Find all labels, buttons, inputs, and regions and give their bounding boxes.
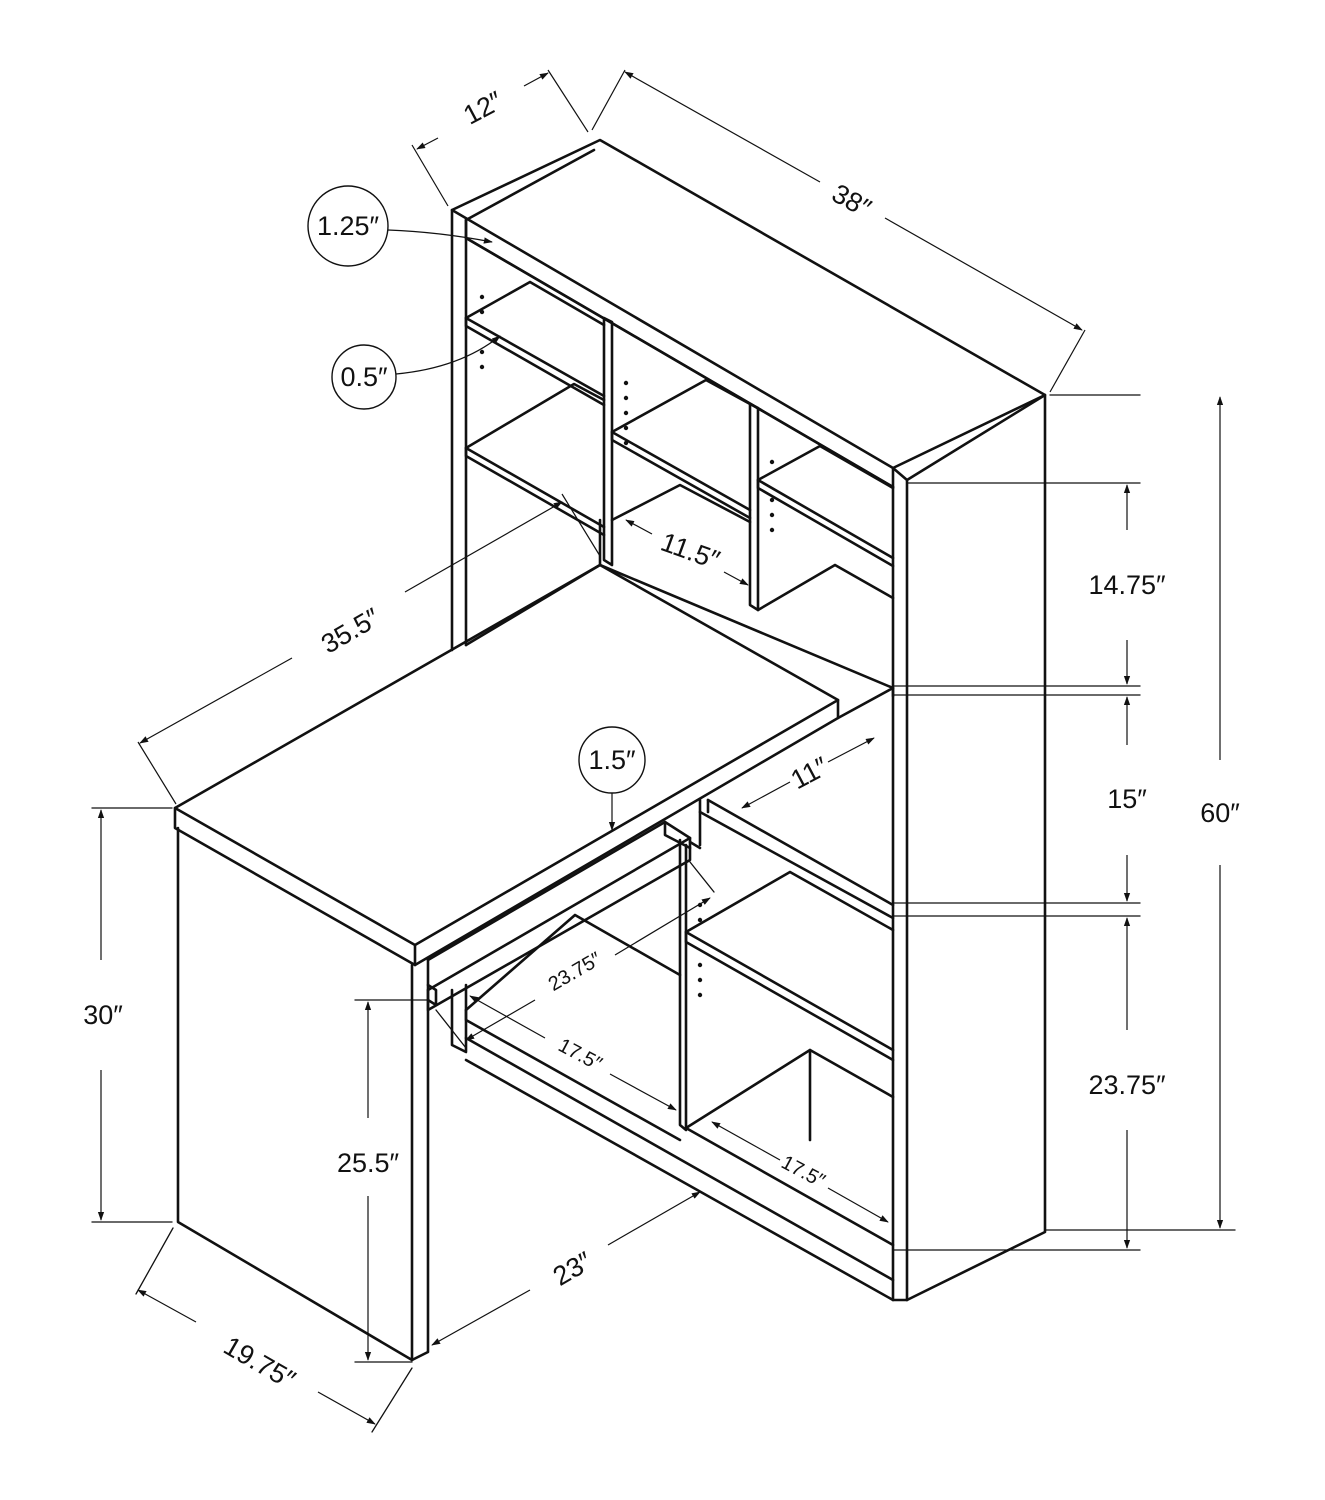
label-upper-cubby-height: 14.75″ — [1088, 570, 1166, 600]
label-leg-opening: 23″ — [548, 1246, 598, 1292]
label-depth-top: 12″ — [458, 85, 507, 130]
label-cubby-width: 11.5″ — [657, 527, 724, 576]
dim-lower-shelf-right: 17.5″ — [711, 1121, 889, 1223]
dim-lower-cubby-height: 23.75″ — [1088, 917, 1166, 1249]
dim-keyboard-depth: 23.75″ — [435, 861, 715, 1049]
dim-cubby-width: 11.5″ — [625, 519, 749, 586]
label-desk-width: 35.5″ — [316, 602, 385, 659]
label-desktop-thickness: 1.5″ — [588, 745, 636, 775]
dim-desk-depth: 19.75″ — [135, 1227, 413, 1433]
label-total-height: 60″ — [1200, 798, 1240, 828]
dim-right-extension-lines — [892, 394, 1236, 1251]
callout-top-thickness: 1.25″ — [307, 185, 493, 267]
dim-lower-shelf-left: 17.5″ — [469, 995, 677, 1111]
dim-leg-opening: 23″ — [431, 1191, 701, 1346]
dim-width-top: 38″ — [591, 69, 1086, 393]
label-lower-shelf-left: 17.5″ — [555, 1034, 606, 1075]
label-desk-height: 30″ — [83, 1000, 123, 1030]
callout-desktop-thickness: 1.5″ — [578, 726, 646, 831]
label-lower-cubby-height: 23.75″ — [1088, 1070, 1166, 1100]
callout-shelf-thickness: 0.5″ — [331, 335, 501, 410]
shelf-pin-holes — [479, 294, 775, 998]
dim-depth-top: 12″ — [411, 69, 589, 207]
label-middle-cubby-height: 15″ — [1107, 784, 1147, 814]
label-lower-shelf-right: 17.5″ — [778, 1151, 829, 1192]
dim-desk-height: 30″ — [83, 807, 173, 1223]
dim-upper-cubby-height: 14.75″ — [1088, 484, 1166, 685]
label-shelf-thickness: 0.5″ — [340, 362, 388, 392]
label-desk-side-depth: 11″ — [786, 751, 834, 795]
label-desk-depth: 19.75″ — [219, 1331, 301, 1396]
bookcase-hutch — [450, 138, 1047, 1302]
label-keyboard-depth: 23.75″ — [545, 948, 605, 996]
dim-desk-width: 35.5″ — [137, 493, 601, 805]
dim-total-height: 60″ — [1200, 396, 1240, 1229]
dim-desk-side-depth: 11″ — [741, 737, 875, 809]
label-width-top: 38″ — [827, 178, 877, 224]
dim-middle-cubby-height: 15″ — [1107, 696, 1147, 902]
label-top-thickness: 1.25″ — [317, 211, 380, 241]
dim-knee-height: 25.5″ — [337, 999, 429, 1363]
label-knee-height: 25.5″ — [337, 1148, 400, 1178]
desk-return — [173, 563, 895, 1362]
